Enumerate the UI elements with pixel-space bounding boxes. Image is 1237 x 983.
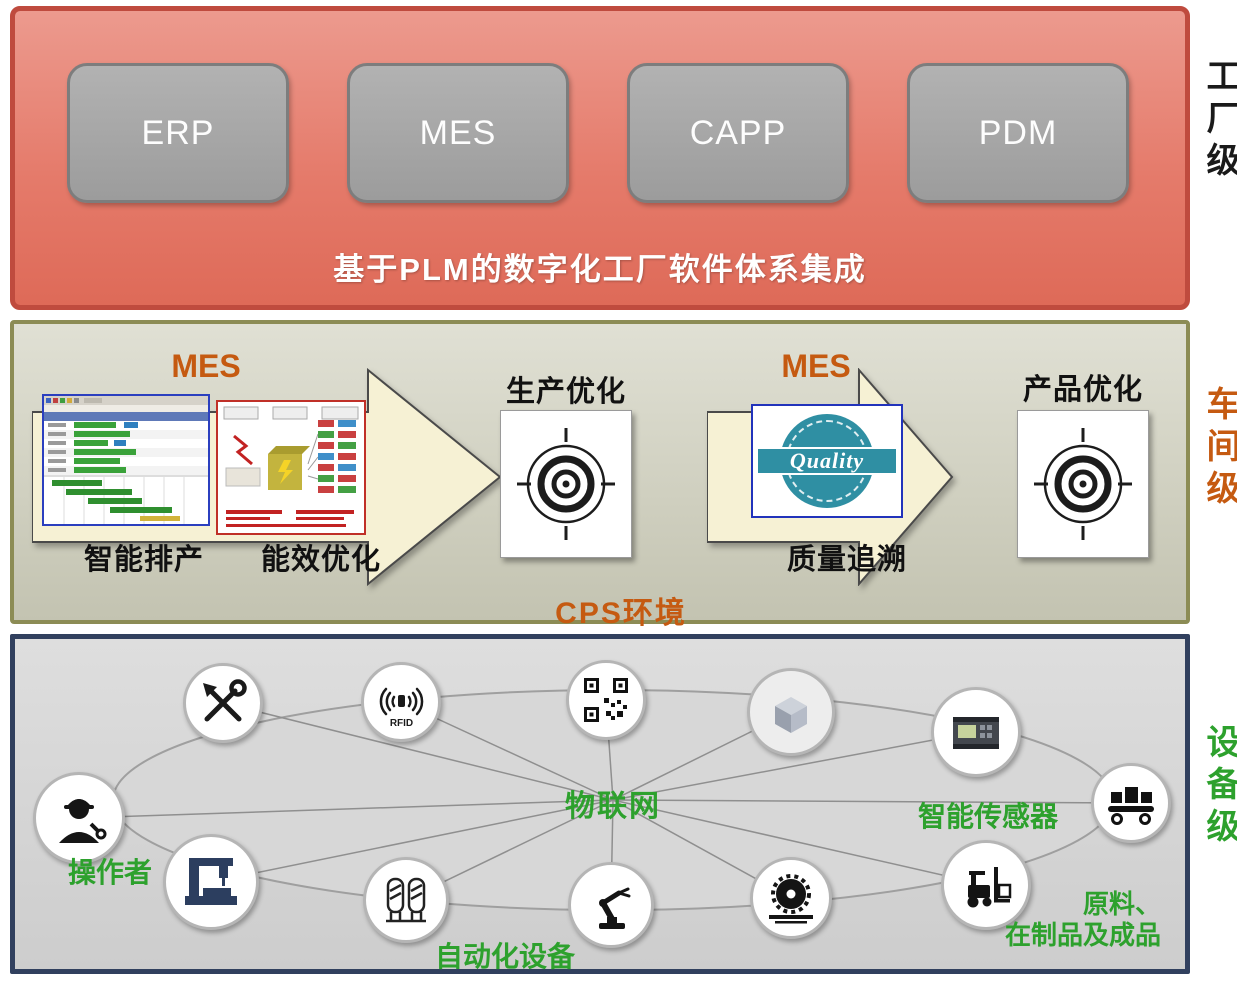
machine-part-node — [747, 668, 835, 756]
plc-icon — [953, 717, 999, 749]
mes-left-label: MES — [171, 348, 241, 384]
cnc-machine-node — [163, 834, 259, 930]
equipment-level-panel: RFID — [10, 634, 1190, 974]
qrcode-icon — [584, 678, 628, 722]
quality-badge: Quality — [751, 404, 903, 518]
qrcode-node — [566, 660, 646, 740]
rfid-text: RFID — [390, 718, 413, 729]
rfid-icon: RFID — [379, 687, 424, 729]
rfid-node: RFID — [361, 662, 441, 742]
iot-label: 物联网 — [565, 790, 661, 823]
pdm-label: PDM — [978, 113, 1058, 152]
energy-optimization-label: 能效优化 — [260, 544, 381, 576]
product-optimization-label: 产品优化 — [1022, 374, 1143, 406]
circular-saw-icon — [769, 874, 813, 924]
side-label-factory: 工厂级 — [1201, 58, 1237, 184]
circular-saw-node — [750, 857, 832, 939]
capp-box: CAPP — [627, 63, 849, 203]
capp-label: CAPP — [689, 113, 787, 152]
factory-caption: 基于PLM的数字化工厂软件体系集成 — [333, 252, 867, 287]
conveyor-node — [1091, 763, 1171, 843]
crosshair-target-icon — [517, 428, 615, 540]
quality-badge-text: Quality — [789, 448, 865, 473]
gantt-chart-icon — [44, 396, 208, 524]
seal-banner: Quality — [758, 447, 896, 475]
production-target — [500, 410, 632, 558]
smart-sensors-label: 智能传感器 — [917, 801, 1058, 832]
tools-node — [183, 663, 263, 743]
production-optimization-label: 生产优化 — [505, 376, 626, 408]
automated-equipment-label: 自动化设备 — [434, 941, 575, 972]
forklift-icon — [967, 867, 1012, 908]
crosshair-target-icon — [1034, 428, 1132, 540]
robot-arm-node — [568, 862, 654, 948]
quality-traceability-label: 质量追溯 — [786, 544, 907, 576]
materials-line1: 原料、 — [1082, 889, 1161, 919]
tanks-icon — [386, 877, 426, 923]
plc-node — [931, 687, 1021, 777]
mes-right-label: MES — [781, 348, 851, 384]
product-target — [1017, 410, 1149, 558]
cps-environment-label: CPS环境 — [555, 597, 687, 630]
side-label-workshop: 车间级 — [1201, 386, 1237, 512]
erp-label: ERP — [141, 113, 215, 152]
operator-node — [33, 772, 125, 864]
operator-icon — [59, 799, 107, 843]
robot-arm-icon — [599, 887, 631, 929]
conveyor-icon — [1108, 787, 1154, 825]
mes-label: MES — [419, 113, 497, 152]
erp-box: ERP — [67, 63, 289, 203]
quality-seal-icon: Quality — [758, 414, 896, 508]
materials-label: 原料、 在制品及成品 — [935, 889, 1161, 951]
factory-level-panel: ERP MES CAPP PDM 基于PLM的数字化工厂软件体系集成 — [10, 6, 1190, 310]
tools-icon — [203, 679, 247, 722]
energy-flow-icon — [218, 402, 364, 533]
operator-label: 操作者 — [67, 857, 152, 888]
side-label-equipment: 设备级 — [1201, 724, 1237, 850]
tanks-node — [363, 857, 449, 943]
smart-scheduling-label: 智能排产 — [83, 544, 204, 576]
pdm-box: PDM — [907, 63, 1129, 203]
mes-box: MES — [347, 63, 569, 203]
forklift-node — [941, 840, 1031, 930]
scheduling-screenshot — [42, 394, 210, 526]
materials-line2: 在制品及成品 — [1004, 920, 1161, 951]
cnc-machine-icon — [185, 858, 237, 905]
energy-screenshot — [216, 400, 366, 535]
machine-part-icon — [775, 697, 807, 733]
workshop-level-panel: MES MES — [10, 320, 1190, 630]
